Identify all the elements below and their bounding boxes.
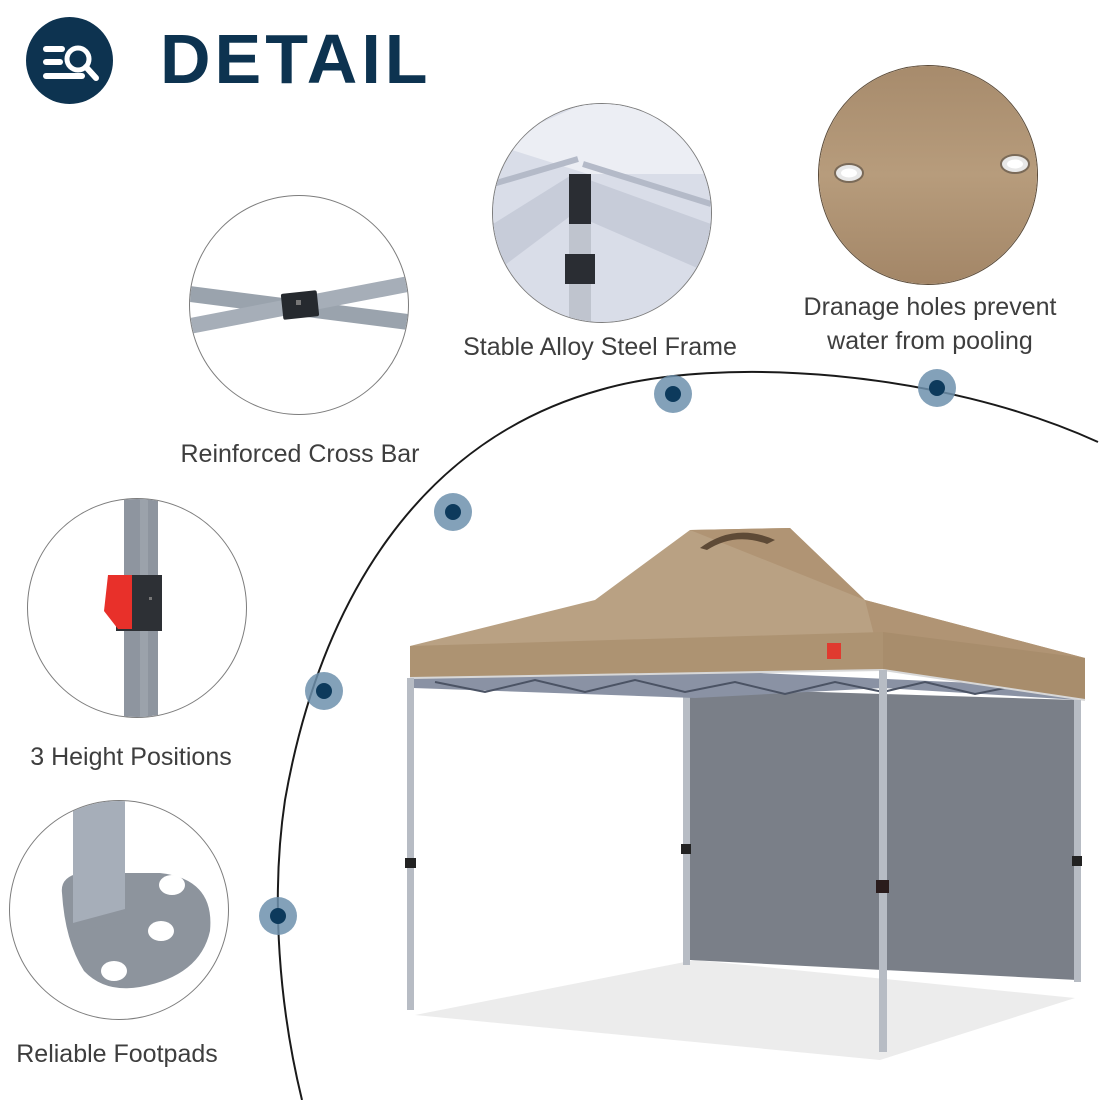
- footpads-detail-image: [9, 800, 229, 1020]
- arc-marker-footpads: [259, 897, 297, 935]
- canopy-tent-image: [405, 528, 1086, 1060]
- height-positions-label: 3 Height Positions: [30, 743, 232, 771]
- brand-logo: [827, 643, 841, 659]
- drainage-detail-image: [818, 65, 1038, 285]
- height-positions-detail-image: [27, 498, 247, 718]
- cross-bar-detail-image: [189, 195, 409, 415]
- drainage-label-line2: water from pooling: [827, 327, 1033, 355]
- arc-marker-height: [305, 672, 343, 710]
- detail-badge: [26, 17, 113, 104]
- footpads-label: Reliable Footpads: [16, 1040, 218, 1068]
- steel-frame-detail-image: [492, 103, 712, 323]
- arc-marker-cross-bar: [434, 493, 472, 531]
- arc-marker-steel-frame: [654, 375, 692, 413]
- drainage-label-line1: Dranage holes prevent: [803, 293, 1057, 321]
- steel-frame-label: Stable Alloy Steel Frame: [463, 333, 737, 361]
- list-search-icon: [43, 45, 99, 81]
- arc-marker-drainage: [918, 369, 956, 407]
- cross-bar-label: Reinforced Cross Bar: [180, 440, 420, 468]
- page-title: DETAIL: [160, 20, 432, 98]
